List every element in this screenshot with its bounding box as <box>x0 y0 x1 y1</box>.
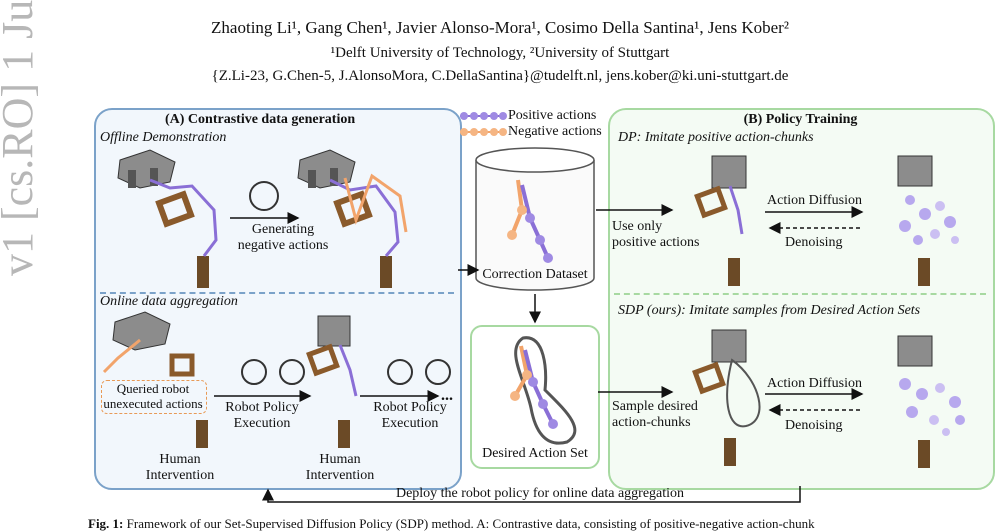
action-diffusion-label-1: Action Diffusion <box>767 193 863 208</box>
sample-line-2: action-chunks <box>612 415 691 430</box>
desired-action-set-panel <box>470 325 600 469</box>
panel-b-divider <box>614 293 986 295</box>
sdp-desired-set <box>726 358 761 428</box>
square-block-dp <box>694 185 728 219</box>
generating-line-1: Generating <box>251 222 315 237</box>
legend-positive: Positive actions <box>458 108 602 124</box>
legend: Positive actions Negative actions <box>458 108 602 140</box>
queried-actions-label: Queried robot unexecuted actions <box>103 381 203 411</box>
human-intervention-1: Human Intervention <box>130 452 230 484</box>
robot-gripper-sdp <box>711 329 747 363</box>
online-aggregation-label: Online data aggregation <box>100 294 238 309</box>
desired-action-set-icon <box>510 336 577 445</box>
negative-chain-icon <box>460 128 507 136</box>
robot-policy-execution-2: Robot Policy Execution <box>360 400 460 432</box>
square-block-1 <box>155 190 195 228</box>
sdp-label: SDP (ours): Imitate samples from Desired… <box>618 303 921 318</box>
negative-trajectory-2 <box>343 173 408 233</box>
positive-chain-icon <box>460 112 507 120</box>
panel-b-title: (B) Policy Training <box>743 112 858 127</box>
peg-2 <box>380 256 392 288</box>
globe-icon-1 <box>279 359 305 385</box>
use-only-positive-label: Use only positive actions <box>612 219 700 251</box>
noise-cloud-dp <box>897 155 959 286</box>
peg-4 <box>338 420 350 448</box>
generating-negative-label: Generating negative actions <box>228 222 338 254</box>
correction-dataset-label: Correction Dataset <box>482 267 588 282</box>
noise-cloud-sdp <box>897 335 965 468</box>
caption-text: Framework of our Set-Supervised Diffusio… <box>123 516 815 531</box>
action-diffusion-label-2: Action Diffusion <box>767 376 863 391</box>
sample-line-1: Sample desired <box>612 399 698 414</box>
sample-desired-label: Sample desired action-chunks <box>612 399 698 431</box>
affiliations: ¹Delft University of Technology, ²Univer… <box>330 45 670 61</box>
robot-gripper-1 <box>117 149 176 189</box>
human2-line-1: Human <box>319 452 361 467</box>
robot-gripper-4 <box>317 315 351 347</box>
square-block-sdp <box>692 361 726 395</box>
robot-gripper-dp <box>711 155 747 189</box>
panel-a-divider <box>100 292 454 294</box>
correction-dataset-cylinder <box>475 147 595 291</box>
policy-line-1: Robot Policy <box>225 400 299 415</box>
offline-demonstration-label: Offline Demonstration <box>100 130 227 145</box>
policy2-line-1: Robot Policy <box>373 400 447 415</box>
use-line-2: positive actions <box>612 235 700 250</box>
peg-3 <box>196 420 208 448</box>
figure-caption: Fig. 1: Framework of our Set-Supervised … <box>88 516 815 532</box>
legend-negative-label: Negative actions <box>508 124 602 139</box>
email-list: {Z.Li-23, G.Chen-5, J.AlonsoMora, C.Dell… <box>211 68 789 84</box>
peg-sdp <box>724 438 736 466</box>
human2-line-2: Intervention <box>305 468 375 483</box>
deploy-label: Deploy the robot policy for online data … <box>395 486 685 501</box>
demo-trajectory-1 <box>149 178 218 257</box>
human-line-2: Intervention <box>145 468 215 483</box>
desired-action-set-label: Desired Action Set <box>482 446 588 461</box>
author-list: Zhaoting Li¹, Gang Chen¹, Javier Alonso-… <box>211 18 789 37</box>
panel-a-title: (A) Contrastive data generation <box>165 112 356 127</box>
gear-icon <box>249 181 279 211</box>
square-block-3 <box>169 353 195 377</box>
globe-icon-2 <box>425 359 451 385</box>
policy2-line-2: Execution <box>381 416 439 431</box>
dp-trajectory <box>728 185 744 235</box>
denoising-label-2: Denoising <box>785 418 843 433</box>
queried-actions-box <box>101 380 207 414</box>
human-intervention-2: Human Intervention <box>290 452 390 484</box>
peg-1 <box>197 256 209 288</box>
legend-negative: Negative actions <box>458 124 602 140</box>
peg-dp <box>728 258 740 286</box>
robot-policy-execution-1: Robot Policy Execution <box>212 400 312 432</box>
square-block-4 <box>306 343 340 377</box>
queried-line-2: unexecuted actions <box>103 396 203 411</box>
robot-arm-icon-2 <box>387 359 413 385</box>
queried-line-1: Queried robot <box>116 381 190 396</box>
generating-line-2: negative actions <box>237 238 329 253</box>
human-line-1: Human <box>159 452 201 467</box>
dp-label: DP: Imitate positive action-chunks <box>618 130 814 145</box>
policy-line-2: Execution <box>233 416 291 431</box>
robot-gripper-2 <box>297 149 356 189</box>
denoising-label-1: Denoising <box>785 235 843 250</box>
robot-arm-icon-1 <box>241 359 267 385</box>
ellipsis: ... <box>441 387 453 404</box>
use-line-1: Use only <box>612 219 663 234</box>
online-trajectory <box>338 344 358 397</box>
queried-trajectory <box>102 338 141 374</box>
caption-label: Fig. 1: <box>88 516 124 531</box>
deploy-arrow <box>262 486 801 503</box>
robot-gripper-3 <box>112 311 171 351</box>
legend-positive-label: Positive actions <box>508 108 597 123</box>
